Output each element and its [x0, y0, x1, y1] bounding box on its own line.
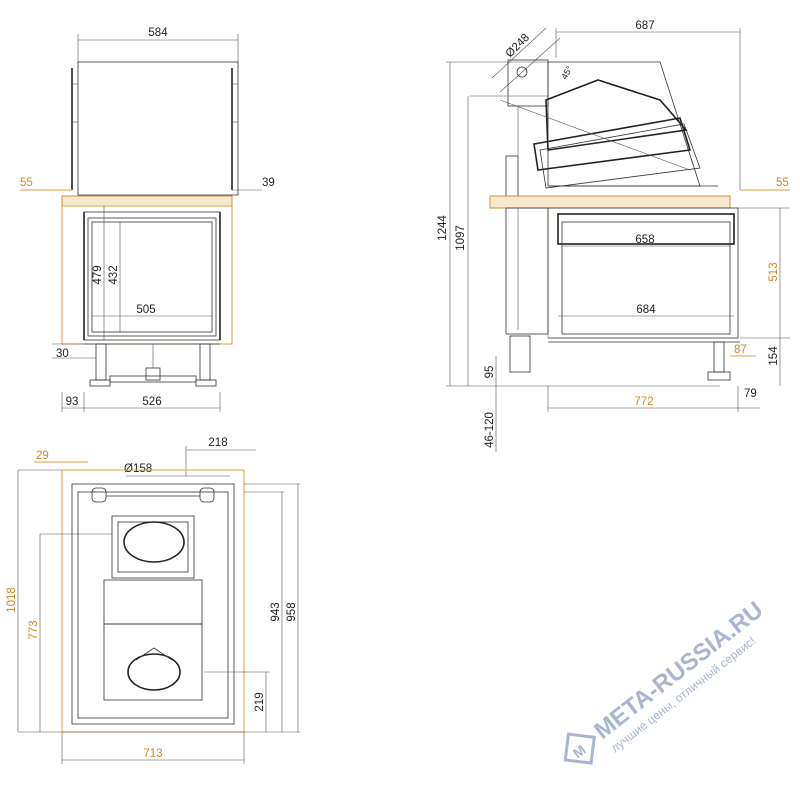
front-base-width: 526	[142, 396, 161, 408]
plan-bottom-gap: 219	[254, 692, 266, 711]
side-leg-height: 154	[768, 346, 780, 366]
plan-inner-height: 773	[28, 620, 40, 639]
side-top-depth: 687	[635, 20, 654, 32]
plan-total-width: 713	[143, 748, 162, 760]
side-angle: 45°	[559, 64, 575, 81]
watermark-brand: META-RUSSIA.RU	[589, 596, 768, 744]
side-flue-diameter: Ø248	[504, 32, 532, 60]
front-view: 584 55 39 479 432 505	[20, 27, 275, 412]
front-top-width: 584	[148, 27, 168, 39]
plan-right-h2: 958	[286, 602, 298, 621]
side-leg-range: 46-120	[484, 412, 496, 448]
plan-top-right: 218	[208, 437, 227, 449]
side-base-right: 79	[744, 388, 757, 400]
front-inner-width: 505	[136, 304, 155, 316]
side-total-height: 1244	[437, 215, 449, 241]
plan-view: 218 29 Ø158 943 958 219	[6, 437, 300, 764]
front-left-offset: 55	[20, 177, 33, 189]
side-side-height: 513	[768, 262, 780, 281]
plan-right-h1: 943	[270, 602, 282, 621]
front-foot-height: 30	[56, 348, 69, 360]
front-height-outer: 479	[92, 265, 104, 284]
side-right-offset: 55	[776, 177, 789, 189]
front-right-offset: 39	[262, 177, 275, 189]
side-view: 687 Ø248 45° 55 658 684	[437, 20, 790, 452]
plan-top-left: 29	[36, 450, 49, 462]
side-bottom-right: 87	[734, 344, 747, 356]
front-height-inner: 432	[108, 265, 120, 284]
side-firebox-width: 684	[636, 304, 656, 316]
side-base-depth: 772	[634, 396, 653, 408]
side-glass-width: 658	[635, 234, 654, 246]
plan-total-height: 1018	[6, 587, 18, 613]
side-height-to-top: 1097	[455, 225, 467, 251]
plan-flue-diameter: Ø158	[124, 463, 152, 475]
svg-text:M: M	[570, 742, 589, 762]
front-foot-offset: 93	[66, 396, 79, 408]
watermark: M META-RUSSIA.RU лучшие цены, отличный с…	[563, 596, 768, 765]
side-left-small: 95	[484, 366, 496, 379]
